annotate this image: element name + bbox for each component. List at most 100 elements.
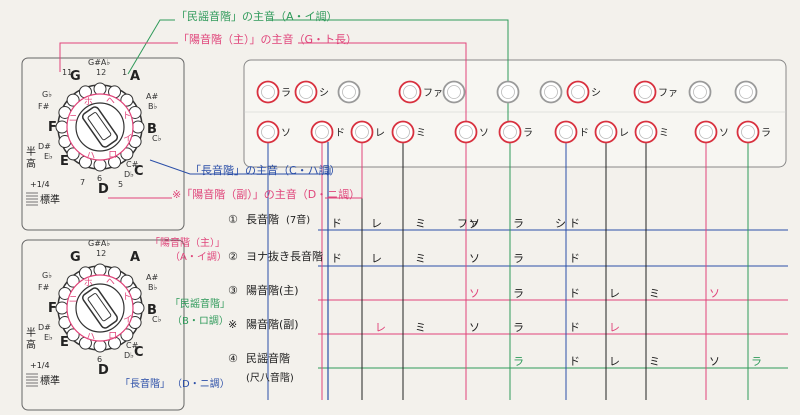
leader-minyo-dial (127, 19, 175, 75)
finger-hole-inner-top-4 (447, 85, 461, 99)
leader-yo-sub-hole (325, 142, 363, 199)
scale-name-4: 民謡音階 (246, 351, 290, 365)
finger-hole-inner-bottom-4 (459, 125, 473, 139)
hole-label-bottom-7: レ (619, 128, 629, 139)
finger-holes: ラシファシファソドレミソラドレミソラ (256, 80, 771, 144)
scale-name-1: ヨナ抜き長音階 (246, 249, 323, 263)
side-label-han: 半 (26, 326, 36, 339)
scale-name-2: 陽音階(主) (246, 283, 299, 297)
scale-note-r5-5: ラ (751, 355, 762, 368)
hole-label-bottom-4: ソ (479, 128, 489, 139)
hole-label-top-1: シ (319, 88, 329, 99)
finger-hole-inner-bottom-6 (559, 125, 573, 139)
finger-hole-top-10 (734, 80, 758, 104)
dial-kana-kana_i: イ (123, 134, 132, 144)
finger-hole-inner-bottom-10 (741, 125, 755, 139)
finger-hole-inner-top-1 (299, 85, 313, 99)
hole-label-bottom-3: ミ (416, 128, 426, 139)
finger-hole-top-0 (256, 80, 280, 104)
finger-hole-inner-bottom-2 (355, 125, 369, 139)
dial-small-b_flat: B♭ (148, 102, 157, 111)
hole-label-bottom-1: ド (335, 128, 345, 139)
hole-label-top-8: ファ (658, 88, 678, 99)
dial-small-d_flat: D♭ (124, 170, 134, 179)
finger-hole-inner-top-3 (403, 85, 417, 99)
scale-note-0: (7音) (286, 213, 310, 226)
dial-kana-kana_ni: ニ (69, 114, 78, 124)
finger-hole-inner-bottom-8 (639, 125, 653, 139)
dial-small-c_sharp: C# (126, 160, 139, 169)
dial-kana-kana_ho: ホ (84, 278, 93, 289)
finger-hole-bottom-9 (694, 120, 718, 144)
finger-hole-inner-top-9 (693, 85, 707, 99)
dial-small-g_flat: G♭ (42, 271, 52, 280)
dial-tooth (66, 274, 80, 288)
scale-num-4: ④ (228, 352, 238, 365)
hole-label-top-3: ファ (423, 88, 443, 99)
scale-name-0: 長音階 (246, 212, 279, 226)
finger-hole-inner-bottom-0 (261, 125, 275, 139)
hole-label-bottom-9: ソ (719, 128, 729, 139)
dial-kana-kana_ro: ロ (108, 150, 117, 160)
dial-small-eleven: 11 (62, 68, 72, 77)
hole-label-bottom-2: レ (375, 128, 385, 139)
finger-hole-bottom-10 (736, 120, 760, 144)
dial-small-d_sharp: D# (38, 323, 51, 332)
scale-note-r3-2: ド (569, 287, 580, 300)
side-label-hyojun: 標準 (40, 374, 60, 387)
dial-tooth (120, 274, 134, 288)
side-label-quarter: +1/4 (30, 180, 50, 189)
scale-note-r1-1: レ (371, 217, 382, 230)
dial-top-frame (21, 57, 185, 231)
dial-tooth (66, 93, 80, 107)
scale-note-r2-2: ミ (415, 252, 426, 265)
dial-small-f_sharp: F# (38, 102, 50, 111)
dial-letter-B: B (147, 303, 157, 318)
scale-note-r4-2: ソ (469, 321, 480, 334)
dial-small-e_flat: E♭ (44, 152, 53, 161)
scale-note-r1-2: ミ (415, 217, 426, 230)
dial-tooth (120, 147, 134, 161)
scale-note-r4-5: レ (609, 321, 620, 334)
dial-letter-E: E (60, 154, 69, 169)
dial-kana-kana_he: ヘ (106, 278, 115, 288)
dial-small-five: 5 (118, 180, 123, 189)
scale-note-r1-4: ソ (469, 217, 480, 230)
dial-small-d_sharp: D# (38, 142, 51, 151)
finger-hole-inner-top-6 (544, 85, 558, 99)
dial-small-six: 6 (97, 174, 102, 183)
dial-tooth (55, 120, 69, 134)
finger-hole-top-8 (633, 80, 657, 104)
dial-letter-G: G (70, 250, 81, 265)
scale-note-r3-1: ラ (513, 287, 524, 300)
finger-hole-inner-top-10 (739, 85, 753, 99)
scale-note-r3-0: ソ (469, 287, 480, 300)
dial-small-c_sharp: C# (126, 341, 139, 350)
dial-kana-kana_ha: ハ (86, 332, 95, 342)
scale-note-r1-3: ファ (457, 217, 479, 230)
finger-hole-inner-bottom-7 (599, 125, 613, 139)
scale-note-r5-0: ラ (513, 355, 524, 368)
dial-letter-G: G (70, 69, 81, 84)
dial-letter-E: E (60, 335, 69, 350)
dial-tooth (66, 147, 80, 161)
finger-hole-inner-top-5 (501, 85, 515, 99)
dial-small-seven: 7 (80, 178, 85, 187)
finger-hole-bottom-6 (554, 120, 578, 144)
knob-inset (87, 112, 112, 141)
scale-name-3: 陽音階(副) (246, 317, 299, 331)
dial-knob (81, 106, 119, 148)
hole-label-bottom-10: ラ (761, 127, 771, 139)
dial-tooth (93, 339, 107, 353)
hole-label-top-0: ラ (281, 87, 291, 99)
finger-hole-top-4 (442, 80, 466, 104)
finger-hole-inner-top-8 (638, 85, 652, 99)
dial-knob (81, 287, 119, 329)
callout-bottom-minyo: 「民謡音階」 (170, 297, 230, 310)
scale-note-r5-3: ミ (649, 355, 660, 368)
callout-bottom-yo-main-key: （A・イ調） (170, 250, 227, 263)
scale-note-r1-7: ド (569, 217, 580, 230)
dial-tooth (131, 301, 145, 315)
dial-small-a_sharp: A# (146, 92, 158, 101)
